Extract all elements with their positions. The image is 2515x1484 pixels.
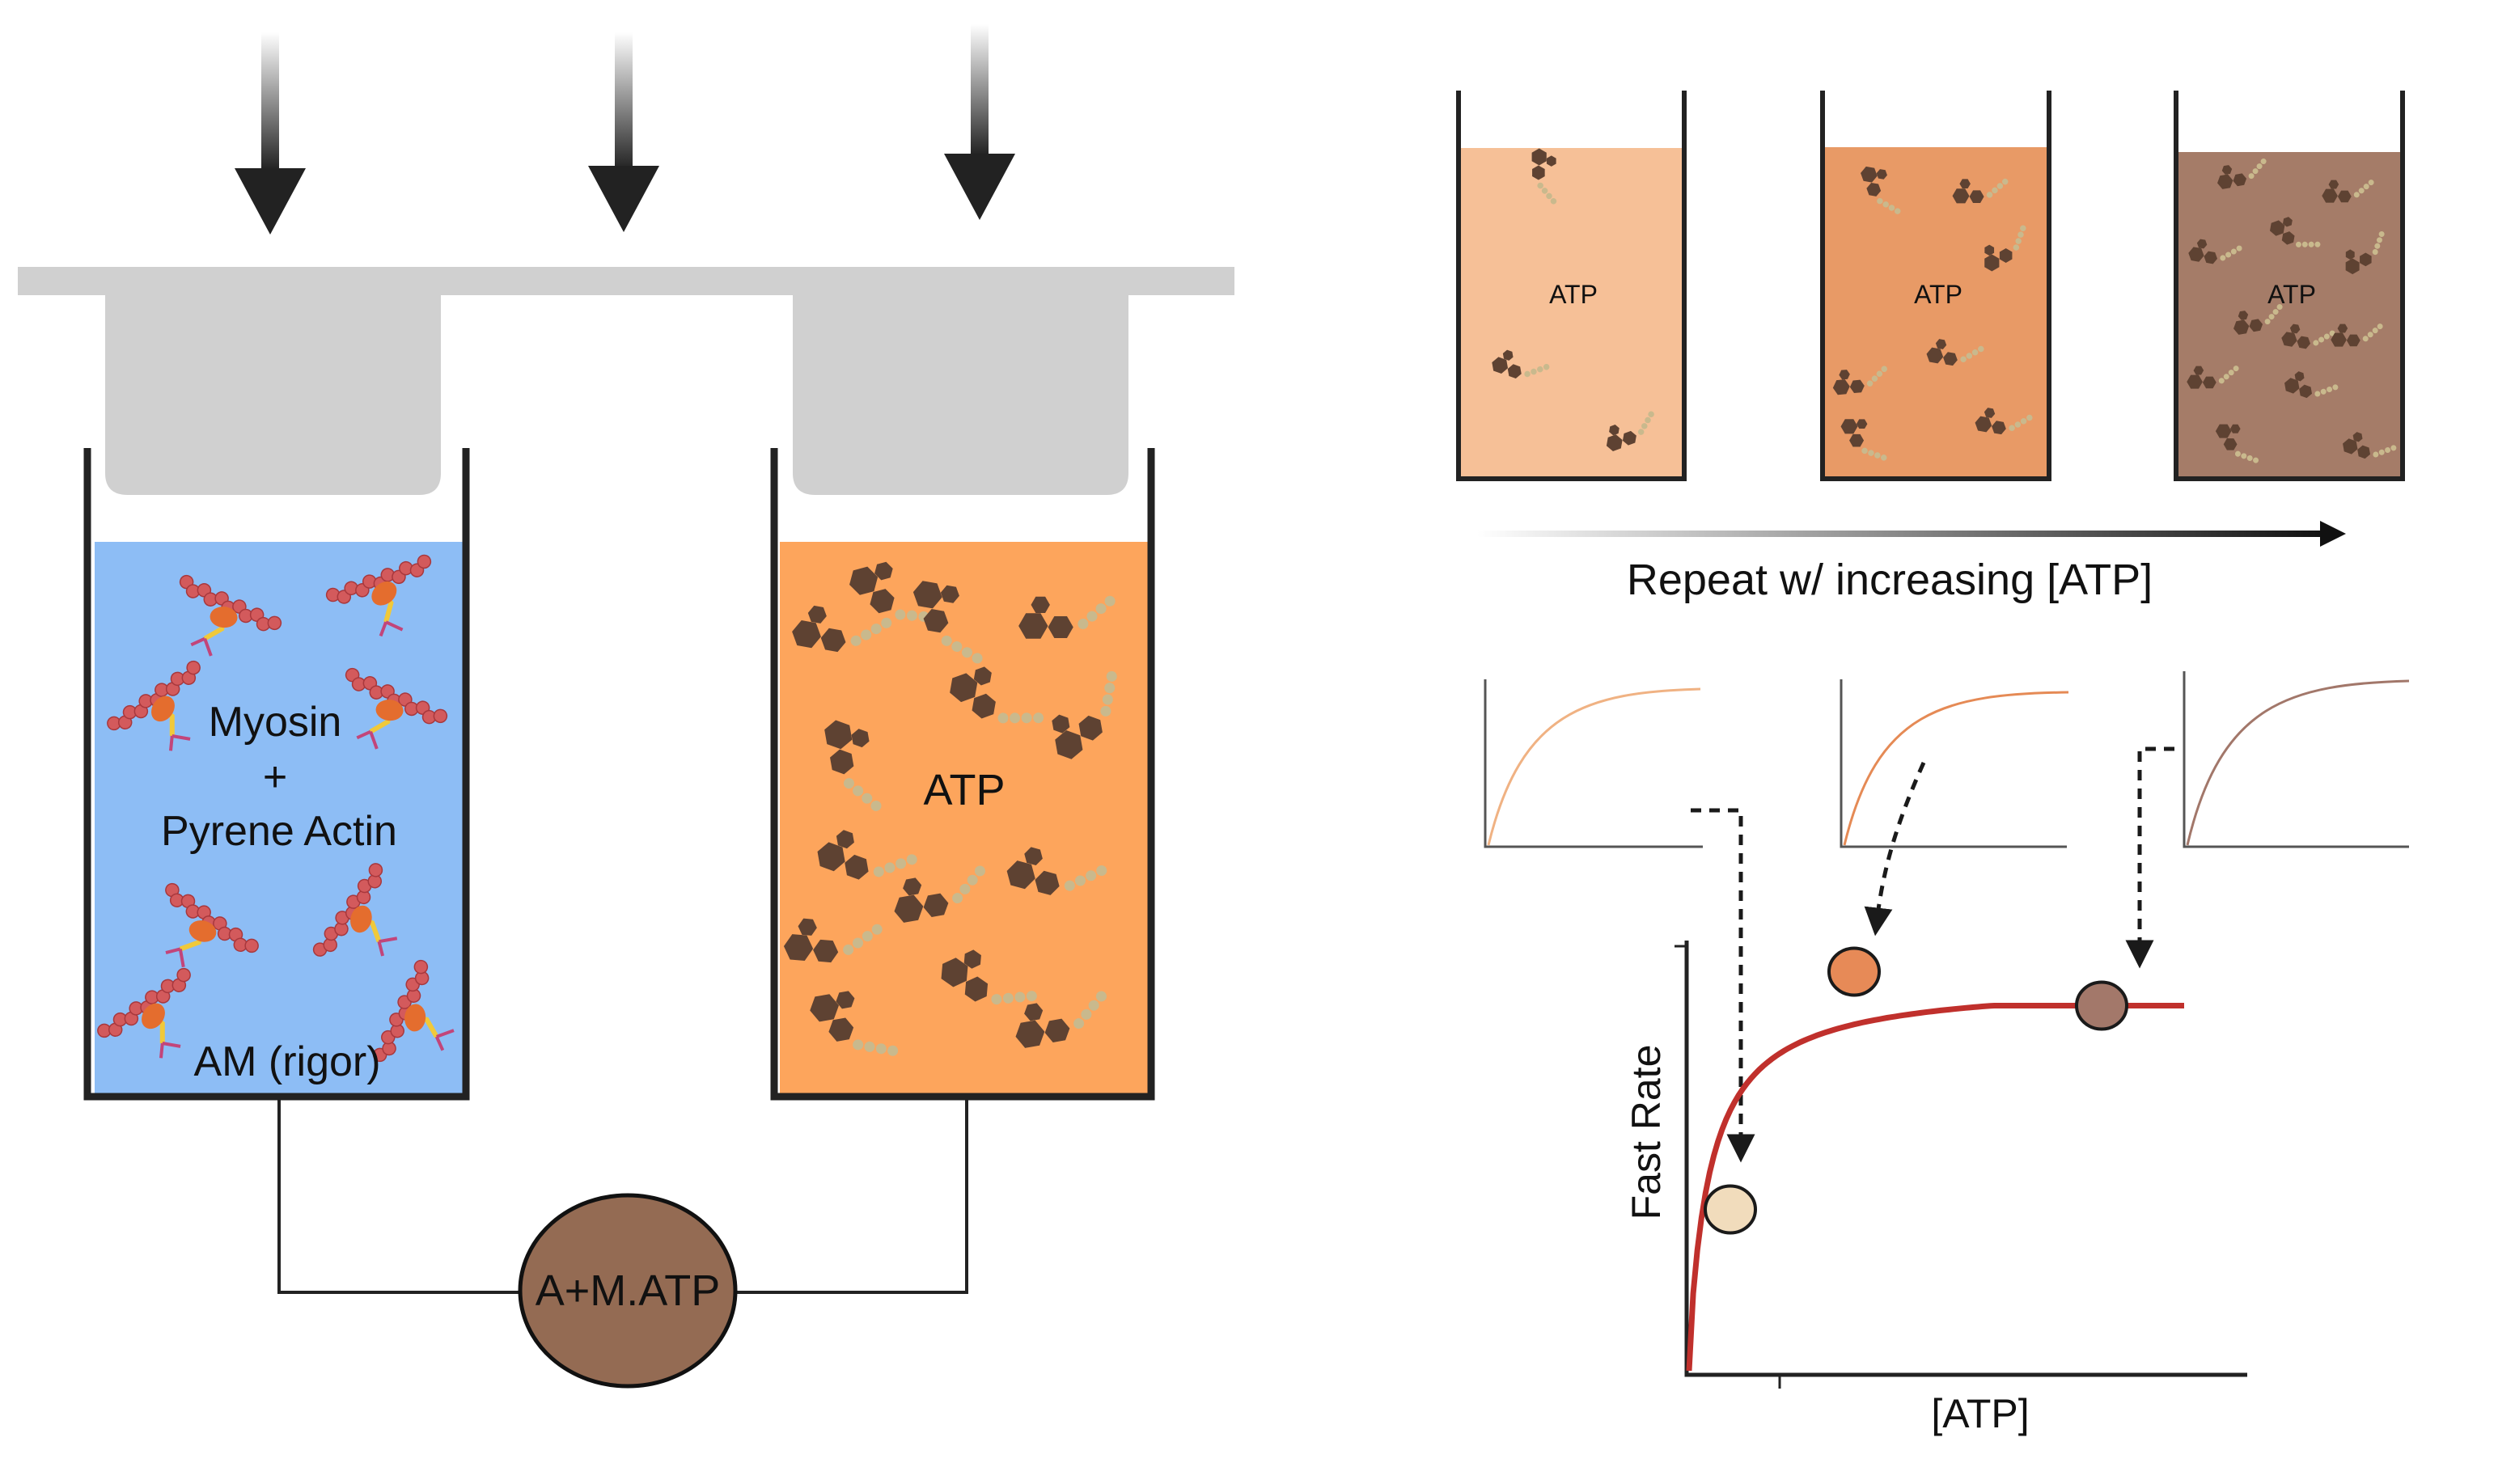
myosin-label: Myosin	[209, 699, 342, 746]
beaker-high-label: ATP	[2267, 280, 2316, 309]
atp-molecule-icon	[2188, 239, 2242, 264]
atp-molecule-icon	[1840, 419, 1887, 461]
atp-molecule-icon	[1006, 847, 1107, 895]
atp-molecule-icon	[824, 720, 882, 811]
dashed-arrow-icon	[1864, 761, 1926, 936]
atp-molecule-icon	[1606, 411, 1654, 451]
trace-high	[2183, 671, 2410, 848]
acto-myosin-icon	[97, 967, 191, 1059]
atp-molecule-icon	[2215, 424, 2259, 463]
atp-molecule-icon	[1926, 339, 1984, 366]
atp-molecule-icon	[1052, 670, 1117, 759]
atp-molecules-mid	[1832, 166, 2033, 461]
chart-axes	[1684, 941, 2247, 1377]
atp-molecule-icon	[950, 666, 1044, 724]
atp-molecule-icon	[2217, 159, 2267, 189]
atp-molecule-icon	[1832, 366, 1887, 395]
mix-chamber: A+M.ATP	[518, 1193, 738, 1389]
x-axis-label: [ATP]	[1931, 1391, 2029, 1436]
dashed-arrow-icon	[2125, 746, 2174, 969]
atp-molecule-icon	[2331, 323, 2383, 347]
pyrene-actin-label: Pyrene Actin	[161, 808, 397, 855]
gradient-arrow-icon	[1477, 521, 2346, 547]
beaker-mid: ATP	[1820, 91, 2051, 481]
atp-molecule-icon	[1492, 349, 1550, 379]
atp-molecule-icon	[2269, 217, 2321, 247]
dashed-arrow-icon	[1691, 808, 1755, 1163]
atp-molecule-icon	[894, 865, 985, 923]
mix-chamber-label: A+M.ATP	[536, 1266, 721, 1315]
acto-myosin-icon	[165, 882, 259, 968]
myosin-syringe: Myosin + Pyrene Actin AM (rigor)	[83, 448, 470, 1101]
atp-molecule-icon	[1975, 408, 2033, 435]
down-arrow-icon	[588, 32, 659, 232]
atp-syringe-label: ATP	[923, 766, 1005, 814]
atp-molecule-icon	[783, 918, 883, 963]
down-arrow-icon	[235, 32, 306, 235]
y-axis-label: Fast Rate	[1624, 1045, 1669, 1220]
atp-molecule-icon	[2343, 432, 2397, 459]
atp-molecule-icon	[1952, 178, 2009, 204]
atp-molecule-icon	[792, 605, 892, 653]
am-rigor-label: AM (rigor)	[193, 1038, 380, 1085]
atp-molecule-icon	[1015, 991, 1107, 1048]
atp-molecule-icon	[912, 581, 983, 664]
atp-molecule-icon	[2281, 323, 2335, 349]
acto-myosin-icon	[312, 863, 398, 957]
atp-molecule-icon	[810, 991, 899, 1056]
atp-molecule-icon	[2233, 304, 2283, 335]
beaker-low: ATP	[1456, 91, 1687, 481]
acto-myosin-icon	[179, 574, 282, 657]
acto-myosin-complexes	[97, 554, 455, 1063]
atp-syringe: ATP	[770, 448, 1155, 1101]
atp-molecule-icon	[2345, 230, 2385, 275]
atp-molecules-low	[1492, 148, 1654, 451]
beaker-low-label: ATP	[1549, 280, 1598, 309]
atp-molecule-icon	[941, 949, 1037, 1005]
acto-myosin-icon	[372, 959, 455, 1063]
data-points	[1704, 946, 2128, 1235]
acto-myosin-icon	[107, 660, 201, 751]
atp-molecule-icon	[1531, 148, 1557, 205]
plunger-arrows	[235, 24, 1015, 235]
atp-molecule-icon	[2284, 371, 2339, 399]
acto-myosin-icon	[325, 554, 432, 637]
atp-molecules	[783, 561, 1117, 1056]
atp-molecule-icon	[1018, 595, 1116, 639]
data-point	[2075, 980, 2128, 1031]
beaker-mid-label: ATP	[1914, 280, 1962, 309]
trace-mid	[1840, 679, 2069, 848]
plus-label: +	[263, 754, 287, 801]
atp-molecule-icon	[1861, 166, 1901, 214]
atp-molecules-high	[2187, 159, 2397, 463]
data-point	[1827, 946, 1881, 997]
atp-molecule-icon	[817, 830, 917, 880]
atp-molecule-icon	[2187, 366, 2239, 389]
mixing-lines	[277, 1097, 968, 1294]
down-arrow-icon	[944, 24, 1015, 220]
beaker-high: ATP	[2174, 91, 2405, 481]
rate-vs-atp-chart: [ATP] Fast Rate	[1624, 941, 2247, 1436]
repeat-caption: Repeat w/ increasing [ATP]	[1627, 556, 2153, 604]
syringe-plate	[18, 267, 1234, 495]
atp-molecule-icon	[1984, 225, 2026, 272]
atp-molecule-icon	[2322, 180, 2374, 203]
data-point	[1704, 1184, 1757, 1235]
hyperbolic-fit-curve	[1686, 1003, 2184, 1372]
acto-myosin-icon	[345, 667, 448, 750]
trace-low	[1484, 679, 1703, 848]
